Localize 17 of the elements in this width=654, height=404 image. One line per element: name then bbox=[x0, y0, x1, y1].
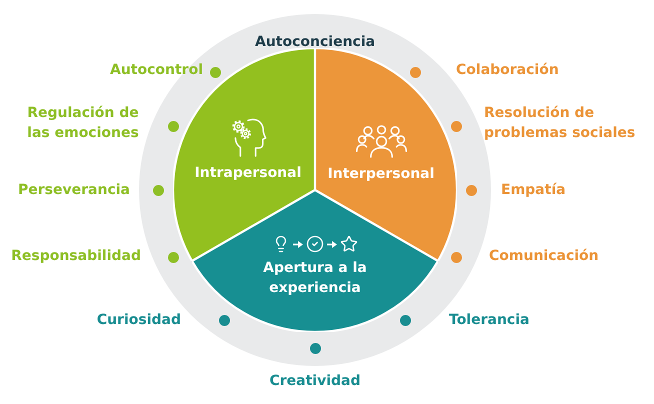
slice-title: Interpersonal bbox=[328, 166, 434, 182]
pie-slice bbox=[192, 190, 438, 332]
skill-label: Resolución de problemas sociales bbox=[484, 104, 636, 143]
slice-title: Apertura a la experiencia bbox=[262, 259, 368, 298]
skill-label: Colaboración bbox=[456, 61, 559, 80]
skill-label: Curiosidad bbox=[96, 311, 181, 330]
skill-label: Regulación de las emociones bbox=[26, 104, 140, 143]
skill-label: Autocontrol bbox=[110, 61, 203, 80]
slice-title: Intrapersonal bbox=[194, 165, 302, 181]
skill-label: Responsabilidad bbox=[11, 247, 141, 266]
ring-title: Autoconciencia bbox=[255, 33, 375, 51]
skill-label: Perseverancia bbox=[18, 181, 130, 200]
skill-label: Empatía bbox=[501, 181, 566, 200]
skill-label: Creatividad bbox=[268, 372, 362, 391]
pie-slice bbox=[315, 48, 457, 261]
skill-label: Comunicación bbox=[489, 247, 599, 266]
skill-label: Tolerancia bbox=[449, 311, 530, 330]
